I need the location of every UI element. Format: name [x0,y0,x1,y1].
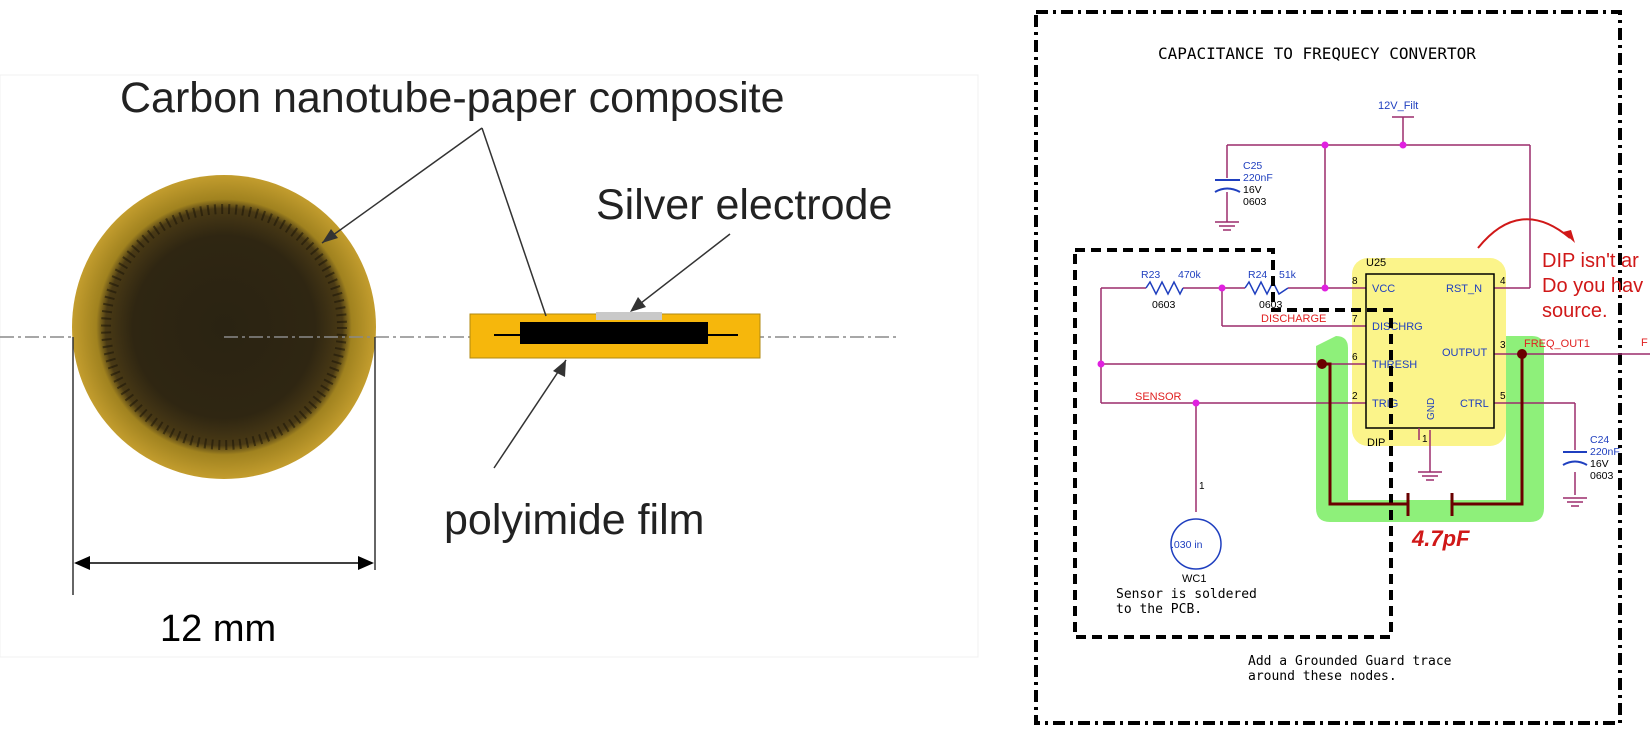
guard-region-outline [1073,248,1393,639]
junctions [1097,141,1407,407]
ic-u25: U25 DIP VCC RST_N DISCHRG THRESH OUTPUT … [1352,257,1506,449]
schematic-frame [1034,10,1622,725]
capacitor-c25: C25 220nF 16V 0603 [1214,160,1273,231]
leader-electrode [631,233,731,311]
schematic-panel: CAPACITANCE TO FREQUECY CONVERTOR 12V_Fi… [1000,0,1650,746]
c25-voltage: 16V [1243,184,1262,196]
r23-ref: R23 [1141,269,1160,281]
capacitor-c24: C24 220nF 16V 0603 [1562,434,1620,507]
leader-film [493,359,567,469]
c25-value: 220nF [1243,172,1273,184]
guard-note-2: around these nodes. [1248,669,1397,684]
label-electrode: Silver electrode [596,181,892,229]
silver-electrode [596,312,662,320]
markup-text-2: Do you hav [1542,275,1643,297]
r24-ref: R24 [1248,269,1267,281]
pinnum-rst: 4 [1500,276,1506,287]
composite-layer [520,322,708,344]
ic-ref: U25 [1366,257,1386,269]
composite-disc [72,175,376,479]
label-film: polyimide film [444,496,704,544]
c24-value: 220nF [1590,446,1620,458]
resistor-r23: R23 470k 0603 [1141,269,1202,311]
pinnum-trig: 2 [1352,391,1358,402]
arrowhead-electrode [630,297,646,312]
r23-package: 0603 [1152,299,1176,311]
markup-text-1: DIP isn't ar [1542,250,1639,272]
schematic-title: CAPACITANCE TO FREQUECY CONVERTOR [1158,44,1476,63]
leader-composite-film [481,127,547,317]
sensor-note-1: Sensor is soldered [1116,587,1257,602]
sensor-note-2: to the PCB. [1116,602,1202,617]
pinnum-gnd: 1 [1422,434,1428,445]
handwritten-cap-value: 4.7pF [1411,526,1470,551]
ic-ground-symbol [1418,471,1442,481]
pinnum-dischrg: 7 [1352,314,1358,325]
markup-arrow [1477,218,1571,249]
sensor-pin: 1 [1199,481,1205,492]
c24-voltage: 16V [1590,458,1609,470]
pin-gnd: GND [1426,398,1437,420]
pin-dischrg: DISCHRG [1372,321,1423,333]
c24-package: 0603 [1590,470,1614,482]
sensor-ref: WC1 [1182,573,1206,585]
net-sensor: SENSOR [1135,391,1182,403]
schematic-svg: CAPACITANCE TO FREQUECY CONVERTOR 12V_Fi… [1034,10,1650,725]
arrowhead-film [553,360,566,377]
label-dimension: 12 mm [160,608,276,650]
net-freq-out: FREQ_OUT1 [1524,338,1590,350]
r24-value: 51k [1279,269,1297,281]
guard-node-right [1517,349,1527,359]
sensor-size: .030 in [1171,539,1203,551]
c24-ref: C24 [1590,434,1609,446]
pin-ctrl: CTRL [1460,398,1489,410]
c25-package: 0603 [1243,196,1267,208]
pinnum-vcc: 8 [1352,276,1358,287]
pin-output: OUTPUT [1442,347,1488,359]
pin-vcc: VCC [1372,283,1395,295]
wires-power [1100,117,1650,512]
r23-value: 470k [1178,269,1202,281]
label-composite: Carbon nanotube-paper composite [120,74,785,122]
supply-label: 12V_Filt [1378,100,1418,112]
dimension-arrow-right [358,556,374,570]
pin-thresh: THRESH [1372,359,1417,371]
pinnum-thresh: 6 [1352,352,1358,363]
sensor-figure-svg: Carbon nanotube-paper composite Silver e… [0,74,979,658]
net-discharge: DISCHARGE [1261,313,1326,325]
ic-package: DIP [1367,437,1385,449]
composite-fibers [101,204,347,450]
arrowhead-composite-disc [322,229,338,243]
pinnum-ctrl: 5 [1500,391,1506,402]
c25-ref: C25 [1243,160,1262,172]
dimension-arrow-left [74,556,90,570]
resistor-r24: R24 51k 0603 [1244,269,1297,311]
sensor-figure: Carbon nanotube-paper composite Silver e… [0,74,979,658]
markup-arrowhead [1563,230,1575,243]
pin-trig: TRIG [1372,398,1398,410]
sensor-pad-wc1: .030 in WC1 1 Sensor is soldered to the … [1116,481,1257,617]
pinnum-output: 3 [1500,340,1506,351]
pin-rst: RST_N [1446,283,1482,295]
leader-composite-disc [321,127,483,244]
net-freq-out-cut: F [1641,337,1648,349]
guard-node-left [1317,359,1327,369]
markup-text-3: source. [1542,300,1608,322]
guard-note-1: Add a Grounded Guard trace [1248,654,1452,669]
